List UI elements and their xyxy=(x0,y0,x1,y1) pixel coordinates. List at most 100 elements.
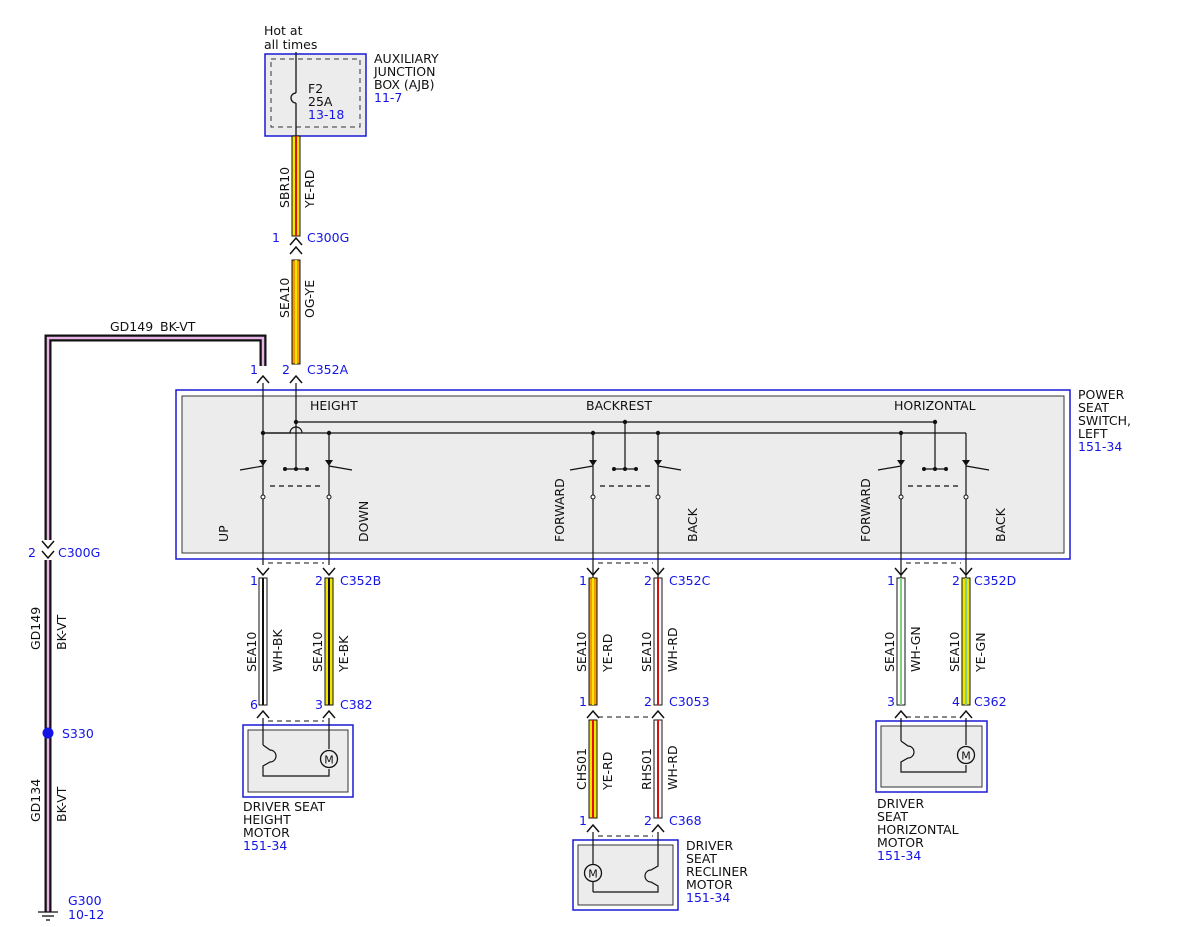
label-height: HEIGHT xyxy=(310,398,358,413)
gnd-mid-color: BK-VT xyxy=(54,614,69,650)
ajb-label-1: AUXILIARY xyxy=(374,51,439,66)
recliner-motor-label-2: SEAT xyxy=(686,851,717,866)
wire-sea10-circuit: SEA10 xyxy=(277,278,292,318)
wire-sbr10-circuit: SBR10 xyxy=(277,167,292,208)
c382-pin2: 3 xyxy=(315,697,323,712)
height-w1-circuit: SEA10 xyxy=(244,632,259,672)
gnd-top-color: BK-VT xyxy=(160,319,196,334)
horizontal-motor-label-2: SEAT xyxy=(877,809,908,824)
ajb-ref: 11-7 xyxy=(374,90,402,105)
recliner-w1-circuit: CHS01 xyxy=(574,748,589,790)
c3053-pin1: 1 xyxy=(579,694,587,709)
c352b-pin2: 2 xyxy=(315,573,323,588)
height-motor-label-3: MOTOR xyxy=(243,825,290,840)
c368-connector xyxy=(586,823,665,833)
gnd-mid-circuit: GD149 xyxy=(28,607,43,650)
c352a-pin1: 1 xyxy=(250,362,258,377)
height-motor-label-1: DRIVER SEAT xyxy=(243,799,326,814)
switch-ref: 151-34 xyxy=(1078,439,1122,454)
c352c-name: C352C xyxy=(669,573,711,588)
horizontal-motor-ref: 151-34 xyxy=(877,848,921,863)
label-forward-1: FORWARD xyxy=(552,478,567,542)
label-backrest: BACKREST xyxy=(586,398,652,413)
switch-label-1: POWER xyxy=(1078,387,1125,402)
height-motor-label-2: HEIGHT xyxy=(243,812,291,827)
c3053-name: C3053 xyxy=(669,694,710,709)
recliner-motor-icon xyxy=(583,863,603,883)
horizontal-w2-color: YE-GN xyxy=(973,632,988,673)
height-motor-symbol: M xyxy=(324,754,334,767)
c3053-pin2: 2 xyxy=(644,694,652,709)
fuse-name: F2 xyxy=(308,81,323,96)
c362-name: C362 xyxy=(974,694,1007,709)
hot-label-2: all times xyxy=(264,37,317,52)
ground-name: G300 xyxy=(68,893,102,908)
ground-ref: 10-12 xyxy=(68,907,104,922)
c352d-name: C352D xyxy=(974,573,1016,588)
switch-label-2: SEAT xyxy=(1078,400,1109,415)
wire-sbr10-color: YE-RD xyxy=(302,170,317,209)
fuse-icon xyxy=(290,92,297,104)
c352c-pin2: 2 xyxy=(644,573,652,588)
switch-label-3: SWITCH, xyxy=(1078,413,1131,428)
backrest-w2-color: WH-RD xyxy=(665,627,680,672)
splice-dot xyxy=(42,727,54,739)
c300g-left-name: C300G xyxy=(58,545,100,560)
height-w2-color: YE-BK xyxy=(336,635,351,673)
horizontal-motor-label-1: DRIVER xyxy=(877,796,924,811)
c352a-pin2: 2 xyxy=(282,362,290,377)
horizontal-motor-symbol: M xyxy=(961,750,971,763)
ajb-label-2: JUNCTION xyxy=(373,64,435,79)
switch-inner xyxy=(181,395,1065,554)
gnd-bottom-color: BK-VT xyxy=(54,786,69,822)
c368-pin2: 2 xyxy=(644,813,652,828)
ground-icon xyxy=(38,911,58,921)
c352a-name: C352A xyxy=(307,362,349,377)
recliner-w2-circuit: RHS01 xyxy=(639,748,654,790)
motor-connectors xyxy=(256,709,973,719)
recliner-motor-label-3: RECLINER xyxy=(686,864,748,879)
switch-internals xyxy=(239,383,990,580)
label-horizontal: HORIZONTAL xyxy=(894,398,976,413)
horizontal-motor-label-4: MOTOR xyxy=(877,835,924,850)
splice-name: S330 xyxy=(62,726,94,741)
height-motor-internals xyxy=(262,718,330,777)
c300g-left-pin: 2 xyxy=(28,545,36,560)
switch-arrows xyxy=(259,460,970,466)
c382-name: C382 xyxy=(340,697,373,712)
lower-connectors xyxy=(256,567,973,577)
c368-name: C368 xyxy=(669,813,702,828)
horizontal-w1-color: WH-GN xyxy=(908,626,923,672)
recliner-w2-color: WH-RD xyxy=(665,745,680,790)
c352b-pin1: 1 xyxy=(250,573,258,588)
gnd-top-circuit: GD149 xyxy=(110,319,153,334)
backrest-w1-color: YE-RD xyxy=(600,634,615,673)
c300g-top-pin: 1 xyxy=(272,230,280,245)
label-up: UP xyxy=(216,525,231,542)
c352d-pin2: 2 xyxy=(952,573,960,588)
c352d-pin1: 1 xyxy=(887,573,895,588)
switch-label-4: LEFT xyxy=(1078,426,1108,441)
backrest-w1-circuit: SEA10 xyxy=(574,632,589,672)
horizontal-w1-circuit: SEA10 xyxy=(882,632,897,672)
height-w2-circuit: SEA10 xyxy=(310,632,325,672)
c368-pin1: 1 xyxy=(579,813,587,828)
recliner-motor-label-1: DRIVER xyxy=(686,838,733,853)
horizontal-motor-label-3: HORIZONTAL xyxy=(877,822,959,837)
c362-pin1: 3 xyxy=(887,694,895,709)
height-w1-color: WH-BK xyxy=(270,629,285,672)
height-motor-ref: 151-34 xyxy=(243,838,287,853)
c382-pin1: 6 xyxy=(250,697,258,712)
height-motor-icon xyxy=(319,749,339,769)
fuse-rating: 25A xyxy=(308,94,333,109)
label-forward-2: FORWARD xyxy=(858,478,873,542)
label-back-1: BACK xyxy=(685,507,700,542)
horizontal-motor-internals xyxy=(900,718,967,773)
c352b-name: C352B xyxy=(340,573,381,588)
ajb-inner xyxy=(270,58,361,128)
switch-nodes xyxy=(260,419,969,500)
recliner-motor-label-4: MOTOR xyxy=(686,877,733,892)
c352c-pin1: 1 xyxy=(579,573,587,588)
hot-label-1: Hot at xyxy=(264,23,303,38)
